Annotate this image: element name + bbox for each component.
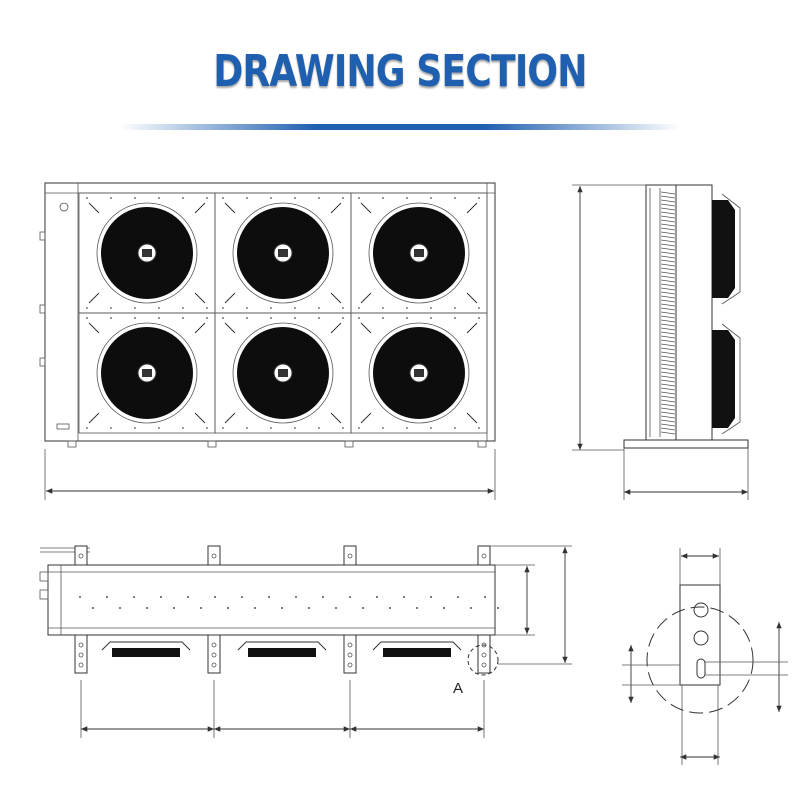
fan-unit-3 bbox=[350, 192, 488, 314]
mounting-bracket-1 bbox=[74, 545, 88, 674]
side-casing bbox=[675, 184, 713, 441]
mounting-bracket-4 bbox=[477, 545, 491, 674]
fan-grid bbox=[78, 192, 488, 434]
fan-unit-1 bbox=[78, 192, 216, 314]
fan-unit-4 bbox=[78, 312, 216, 434]
fan-unit-6 bbox=[350, 312, 488, 434]
fan-unit-2 bbox=[214, 192, 352, 314]
side-base bbox=[623, 439, 749, 449]
detail-label-a: A bbox=[453, 680, 463, 697]
side-motor-top bbox=[712, 200, 735, 298]
side-motor-bottom bbox=[712, 330, 735, 428]
front-bolt-hole bbox=[59, 202, 69, 212]
fan-unit-5 bbox=[214, 312, 352, 434]
plan-view: A bbox=[39, 545, 572, 738]
title-underline bbox=[120, 124, 680, 130]
nameplate bbox=[56, 423, 70, 430]
mounting-bracket-2 bbox=[207, 545, 221, 674]
section-title: DRAWING SECTION bbox=[213, 46, 587, 97]
detail-bracket bbox=[679, 584, 721, 686]
mounting-bracket-3 bbox=[343, 545, 357, 674]
plan-body bbox=[47, 564, 496, 636]
front-view bbox=[39, 182, 496, 448]
detail-circle bbox=[646, 606, 754, 714]
side-view bbox=[572, 184, 749, 500]
detail-a-view bbox=[622, 548, 788, 765]
detail-marker-circle bbox=[467, 644, 499, 676]
